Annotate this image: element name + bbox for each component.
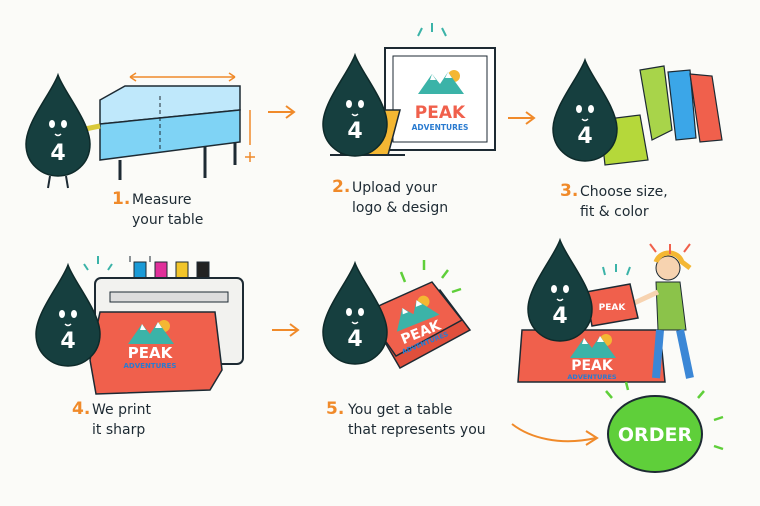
svg-text:You get a table: You get a table [347,402,453,418]
sparkle-icon [649,243,691,254]
order-button[interactable]: ORDER [605,381,724,473]
svg-text:4: 4 [347,327,362,352]
svg-text:that represents you: that represents you [348,422,486,438]
ink-magenta [154,261,168,279]
step-6-illustration: PEAK ADVENTURES PEAK 4 [517,239,694,383]
curved-arrow-icon [511,423,597,443]
svg-text:Upload your: Upload your [352,180,437,196]
svg-text:ADVENTURES: ADVENTURES [567,373,616,381]
mascot-drop-2: 4 [322,54,388,157]
svg-text:4.: 4. [72,399,90,419]
ink-cyan [133,261,147,279]
mascot-drop-5: 4 [322,262,388,365]
swatch-blue [667,69,697,141]
table-measure-illustration [58,72,255,180]
svg-text:PEAK: PEAK [599,303,627,313]
sparkle-icon [417,23,447,37]
svg-text:4: 4 [347,119,362,144]
arrow-right-icon [508,111,536,125]
svg-text:PEAK: PEAK [571,358,614,374]
svg-text:fit & color: fit & color [580,204,649,220]
step-4-illustration: PEAK ADVENTURES 4 [35,256,244,395]
arrow-right-icon [268,105,296,119]
caption-step-5: 5. You get a table that represents you [326,399,486,438]
svg-text:2.: 2. [332,177,350,197]
mascot-drop-4: 4 [35,264,101,367]
step-3-illustration: 4 [552,59,723,166]
sparkle-icon [399,260,462,294]
logo-name: PEAK [415,103,466,123]
svg-text:Choose size,: Choose size, [580,184,668,200]
sparkle-icon [83,256,113,271]
svg-text:5.: 5. [326,399,344,419]
logo-subtitle: ADVENTURES [412,123,469,132]
sparkle-icon [602,264,631,276]
step-2-illustration: PEAK ADVENTURES 4 [322,23,496,157]
svg-text:We print: We print [92,402,151,418]
mascot-drop-1: 4 [25,74,91,189]
svg-text:ADVENTURES: ADVENTURES [124,362,177,370]
sparkle-icon [605,381,724,451]
mascot-drop-3: 4 [552,59,618,162]
swatch-green [639,65,673,141]
ink-black [196,261,210,279]
mascot-drop-6: 4 [527,239,593,342]
svg-text:Measure: Measure [132,192,192,208]
caption-step-1: 1. Measure your table [112,189,203,228]
caption-step-4: 4. We print it sharp [72,399,151,438]
svg-text:4: 4 [577,124,592,149]
ink-yellow [175,261,189,279]
svg-text:your table: your table [132,212,203,228]
caption-step-2: 2. Upload your logo & design [332,177,448,216]
svg-text:PEAK: PEAK [128,344,174,362]
caption-step-3: 3. Choose size, fit & color [560,181,668,220]
svg-text:1.: 1. [112,189,130,209]
step-1-illustration: 4 [25,72,255,189]
arrow-right-icon [272,323,300,337]
svg-text:4: 4 [552,304,567,329]
order-button-label: ORDER [618,424,693,446]
svg-text:it sharp: it sharp [92,422,145,438]
printed-cloth [89,311,223,395]
mascot-label: 4 [50,141,65,166]
svg-text:logo & design: logo & design [352,200,448,216]
svg-text:4: 4 [60,329,75,354]
swatch-red [689,73,723,143]
person-illustration [628,243,694,379]
step-5-illustration: PEAK ADVENTURES 4 [322,260,472,370]
svg-text:3.: 3. [560,181,578,201]
